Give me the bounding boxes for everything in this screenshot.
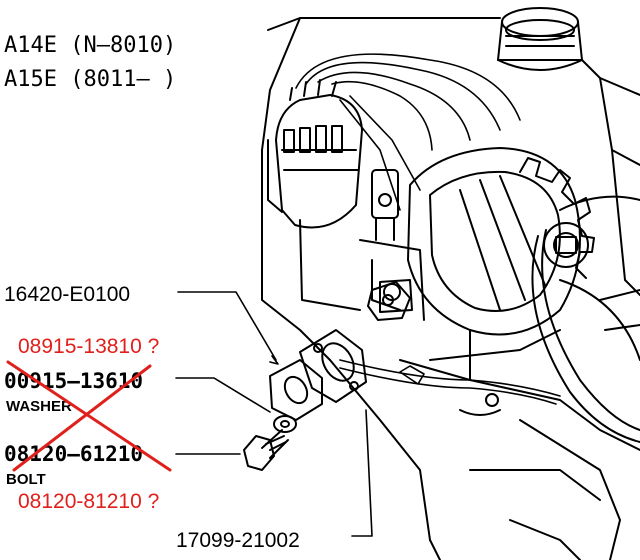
label-washer-new: 08915-13810 ?	[18, 335, 159, 358]
model-line-a14e: A14E (N–8010)	[4, 33, 176, 58]
label-washer-name: WASHER	[6, 398, 72, 415]
label-bolt-old: 08120–61210	[4, 442, 143, 466]
valve-cover	[267, 17, 640, 96]
ignition-coil	[371, 169, 399, 241]
fuel-line	[339, 359, 561, 405]
oil-filler-cap	[497, 7, 583, 71]
engine-drawing	[175, 7, 640, 560]
spacer-plate	[269, 359, 323, 421]
fuel-pump-gasket	[299, 329, 367, 403]
spark-plug-wires	[295, 53, 521, 211]
label-bracket-part: 17099-21002	[176, 529, 300, 552]
alternator	[407, 147, 595, 336]
washer-part	[273, 415, 297, 433]
correction-cross	[6, 360, 172, 472]
leader-lines	[175, 291, 373, 537]
bolt-part	[243, 429, 289, 471]
distributor	[267, 79, 363, 229]
small-plate	[367, 281, 411, 321]
cross-line-2	[12, 364, 152, 472]
label-bolt-name: BOLT	[6, 471, 46, 488]
label-bolt-new: 08120-81210 ?	[18, 490, 159, 513]
label-gear-part: 16420-E0100	[4, 283, 130, 306]
engine-block	[261, 149, 640, 560]
fan-belt	[531, 195, 640, 443]
cross-line-1	[6, 360, 172, 472]
model-line-a15e: A15E (8011– )	[4, 67, 176, 92]
